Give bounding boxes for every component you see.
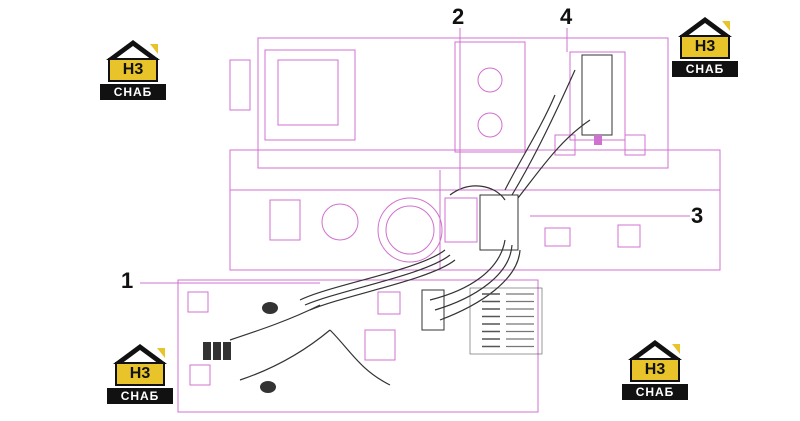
tank-cap-upper [477, 67, 503, 93]
hose-g [504, 94, 556, 191]
watermark-logo-top-right: H3 СНАБ [672, 13, 738, 83]
control-valve [421, 194, 519, 331]
lower-mount-left [187, 291, 209, 313]
hose-f [439, 249, 521, 321]
valve-body [444, 197, 478, 243]
engine-block [264, 49, 356, 141]
pump-frame [569, 51, 626, 141]
mount-right [624, 134, 646, 156]
callout-4: 4 [560, 4, 573, 29]
rotary-joint [321, 203, 359, 241]
callout-2: 2 [452, 4, 465, 29]
valve-stack [479, 194, 519, 251]
pump-assembly [581, 54, 613, 145]
lower-frame [177, 279, 539, 413]
tank-cap-lower [477, 112, 503, 138]
logo-roof-icon [106, 40, 160, 60]
hose-legend-table [469, 287, 543, 355]
pump-shaft [594, 135, 602, 145]
pilot-valve [421, 289, 445, 331]
mount-mid [617, 224, 641, 248]
slewing-ring-inner [385, 205, 435, 255]
hose-e [434, 244, 513, 311]
left-bracket [229, 59, 251, 111]
hose-j [229, 304, 321, 341]
logo-mark: H3 [680, 35, 730, 59]
hose-b [304, 254, 451, 306]
hose-bundle [229, 69, 591, 386]
pedal-1 [203, 342, 211, 360]
watermark-logo-bottom-left: H3 СНАБ [107, 340, 173, 410]
lower-mount-bottom [189, 364, 211, 386]
operator-controls [203, 302, 278, 393]
hose-l [329, 329, 391, 386]
lower-panel [364, 329, 396, 361]
watermark-logo-top-left: H3 СНАБ [100, 36, 166, 106]
slewing-ring [377, 197, 443, 263]
mount-center [544, 227, 571, 247]
mount-left [554, 134, 576, 156]
logo-roof-icon [628, 340, 682, 360]
upper-frame [257, 37, 669, 169]
logo-roof-icon [678, 17, 732, 37]
pedal-3 [223, 342, 231, 360]
hose-a [299, 249, 446, 301]
leader-lines [140, 28, 690, 284]
watermark-logo-bottom-right: H3 СНАБ [622, 336, 688, 406]
logo-mark: H3 [115, 362, 165, 386]
logo-brand: СНАБ [622, 384, 688, 400]
lower-mount-mid [377, 291, 401, 315]
logo-brand: СНАБ [100, 84, 166, 100]
engine-inner [277, 59, 339, 126]
logo-mark: H3 [108, 58, 158, 82]
logo-mark: H3 [630, 358, 680, 382]
side-box [269, 199, 301, 241]
legend-frame [469, 287, 543, 355]
pedal-2 [213, 342, 221, 360]
hose-i [517, 119, 591, 199]
callout-1: 1 [121, 268, 134, 293]
hose-m [449, 185, 506, 201]
hose-k [239, 329, 331, 381]
middle-frame [229, 149, 721, 271]
legend-rows [482, 293, 534, 348]
hose-h [511, 69, 576, 196]
joystick-left [262, 302, 278, 314]
joystick-right [260, 381, 276, 393]
logo-brand: СНАБ [107, 388, 173, 404]
tank-block [454, 41, 526, 153]
hose-c [309, 259, 456, 311]
logo-roof-icon [113, 344, 167, 364]
hose-d [429, 239, 506, 301]
logo-brand: СНАБ [672, 61, 738, 77]
callout-3: 3 [691, 203, 704, 228]
frame-lines [177, 37, 721, 413]
